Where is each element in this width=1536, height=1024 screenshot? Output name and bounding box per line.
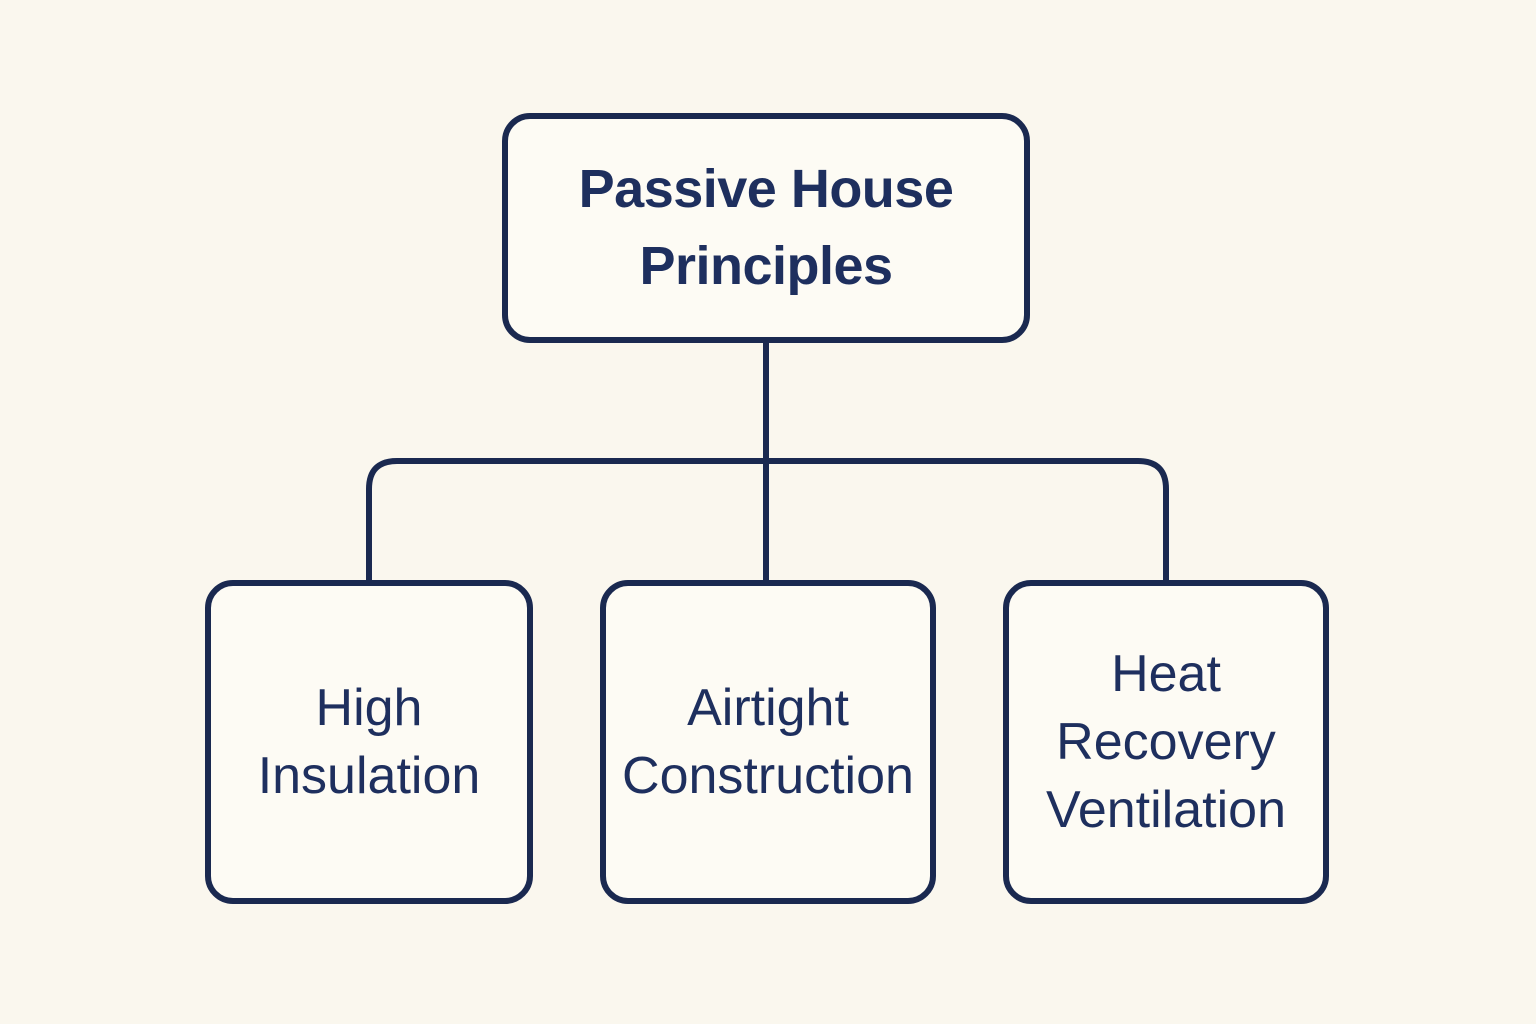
label-line: Ventilation — [1046, 781, 1286, 839]
node-airtight-construction: Airtight Construction — [600, 580, 936, 904]
label-line: Passive House — [578, 159, 954, 219]
node-label-heat-recovery-ventilation: Heat Recovery Ventilation — [1009, 640, 1323, 844]
node-high-insulation: High Insulation — [205, 580, 533, 904]
label-line: Airtight — [687, 679, 849, 737]
node-heat-recovery-ventilation: Heat Recovery Ventilation — [1003, 580, 1329, 904]
label-line: Principles — [639, 236, 893, 296]
label-line: Recovery — [1056, 713, 1276, 771]
label-line: Construction — [622, 747, 914, 805]
node-label-high-insulation: High Insulation — [211, 674, 527, 810]
label-line: Insulation — [257, 747, 481, 805]
label-line: High — [315, 679, 423, 737]
children-bracket-connector — [366, 458, 1169, 583]
node-passive-house-principles: Passive House Principles — [502, 113, 1030, 343]
node-label-passive-house-principles: Passive House Principles — [508, 151, 1024, 305]
node-label-airtight-construction: Airtight Construction — [606, 674, 930, 810]
label-line: Heat — [1111, 645, 1221, 703]
